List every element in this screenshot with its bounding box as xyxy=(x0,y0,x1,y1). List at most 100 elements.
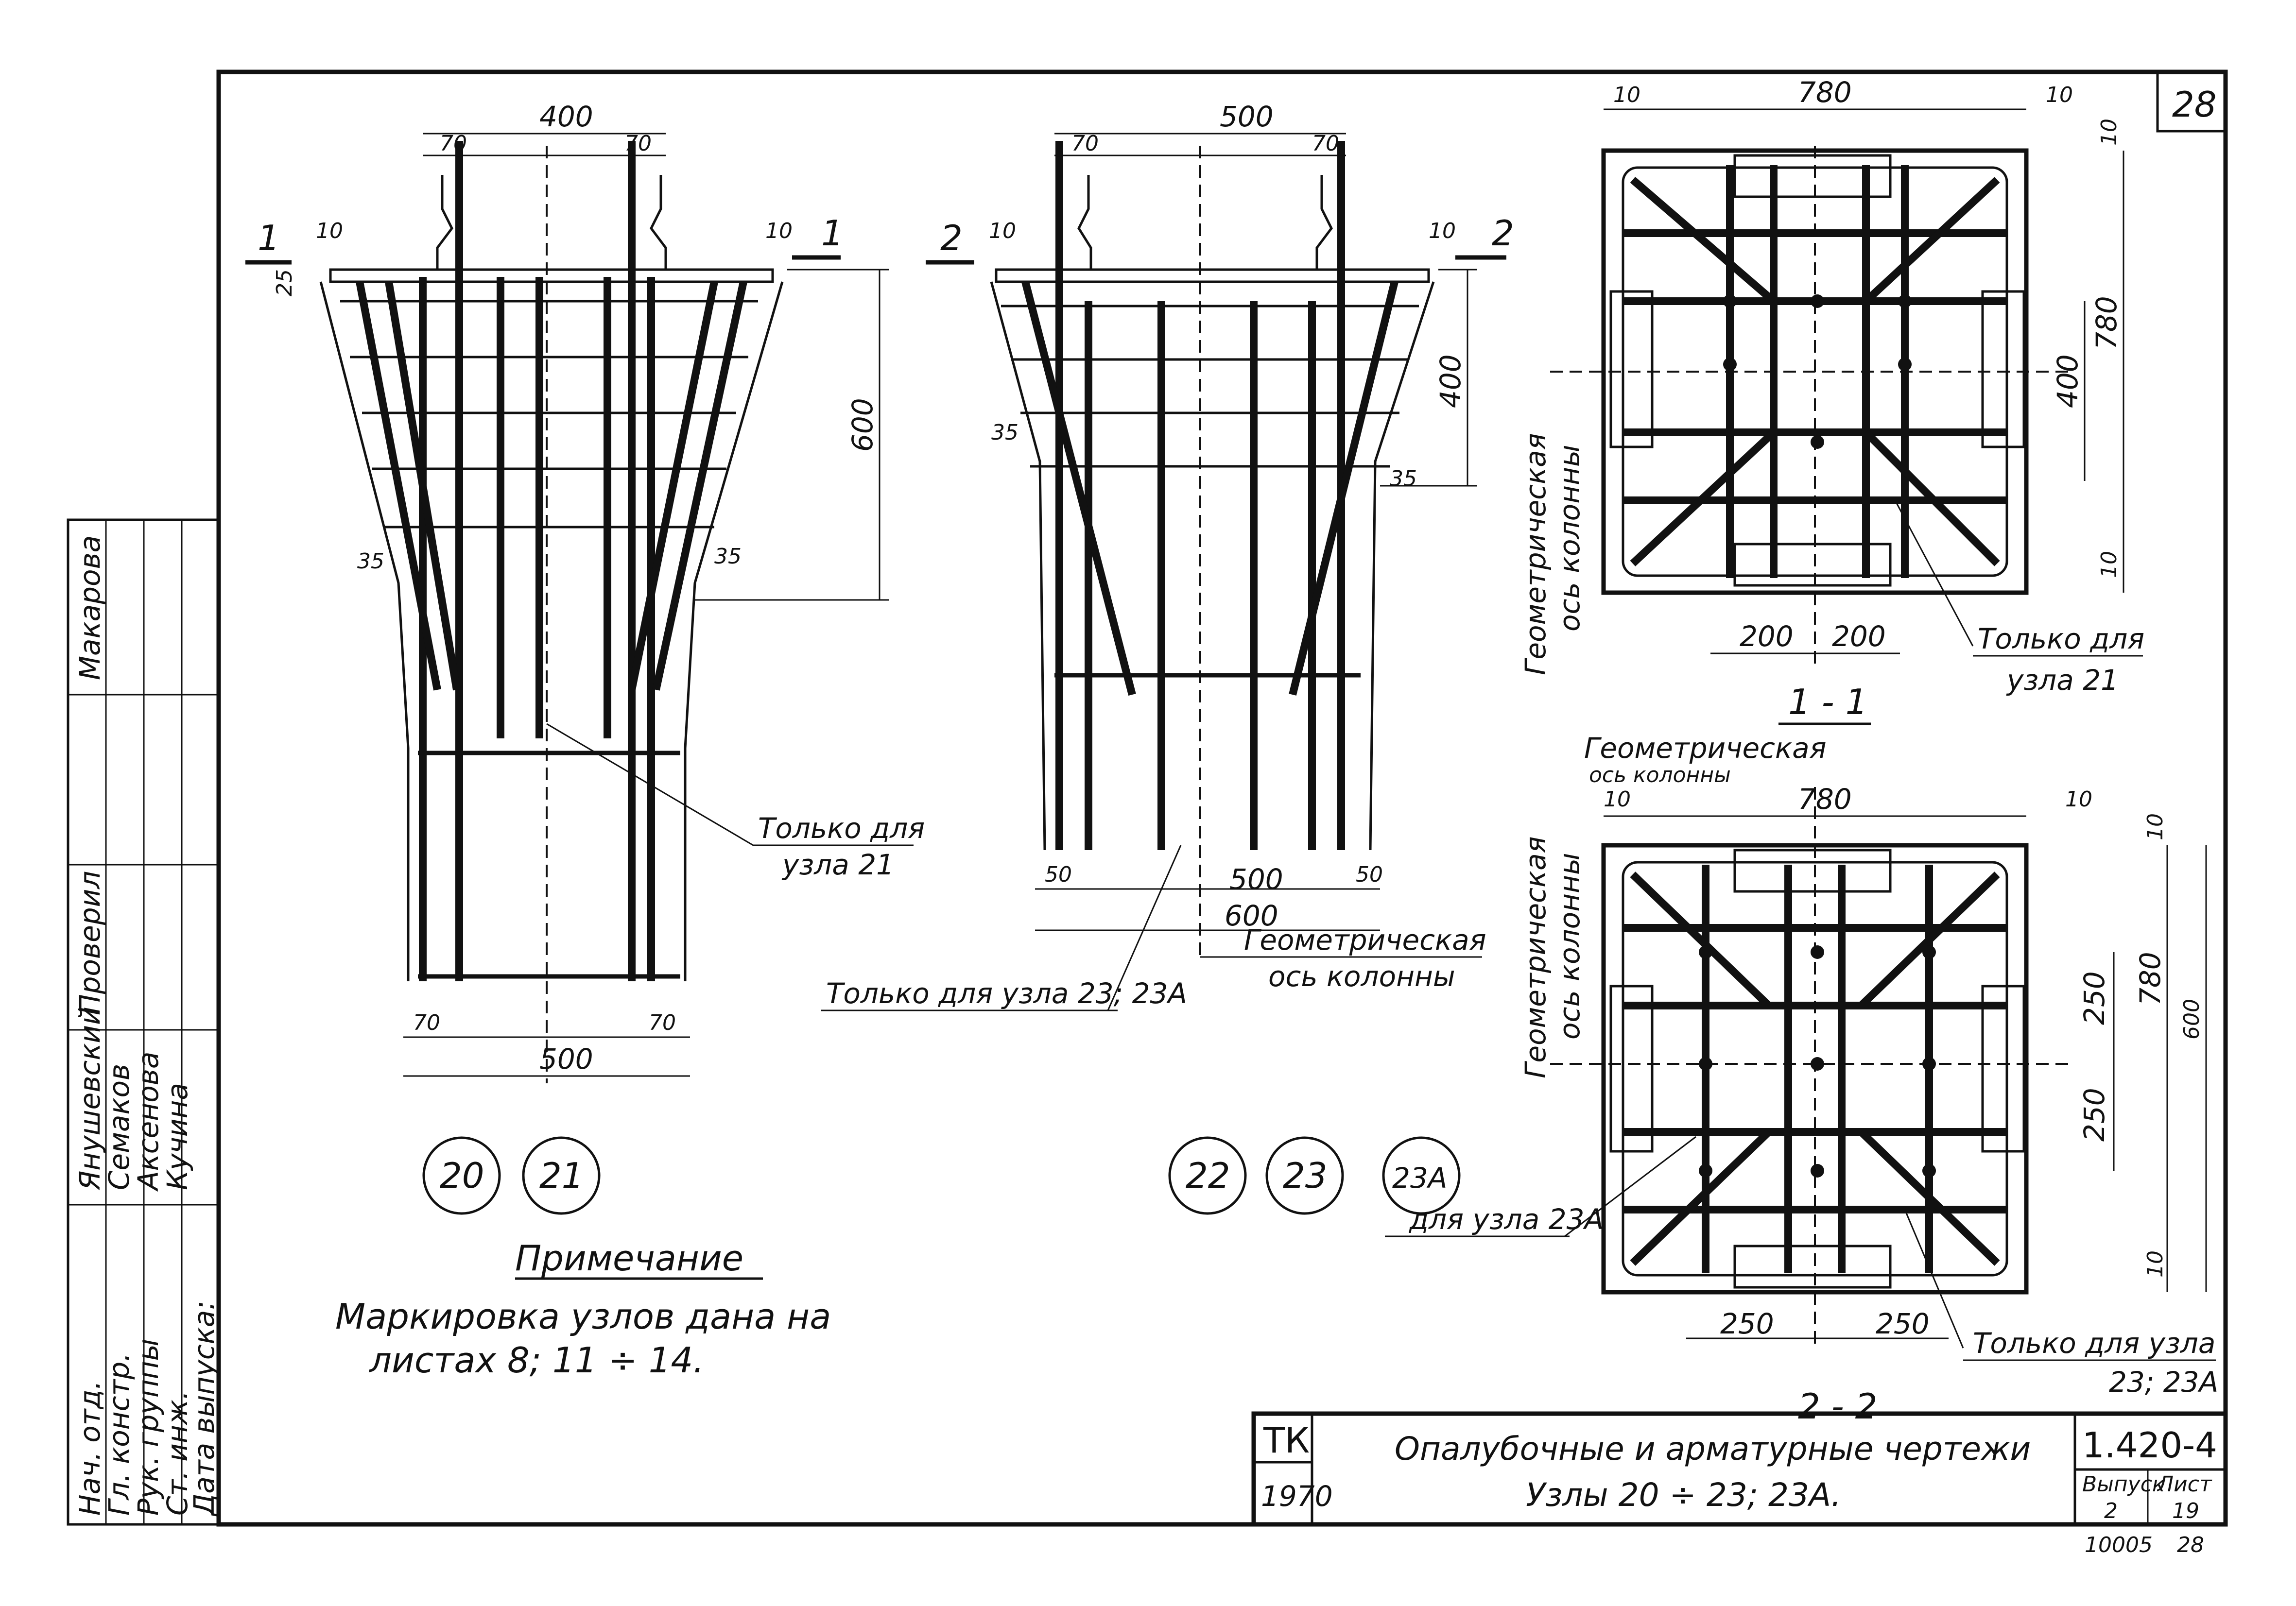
stamp-checked: Проверил xyxy=(73,871,106,1015)
stamp-role-1: Нач. отд. xyxy=(73,1381,106,1516)
s22-right-bottom: 10 xyxy=(2143,1250,2168,1278)
el-left-step: 25 xyxy=(272,269,297,296)
s11-top-right: 10 xyxy=(2046,83,2073,107)
s11-axis-line2: ось колонны xyxy=(1553,444,1586,632)
s22-top-right: 10 xyxy=(2065,787,2092,812)
el-left-section-mark-left: 1 xyxy=(258,218,280,258)
stamp-issue-date: Дата выпуска: xyxy=(188,1300,221,1517)
el-left-angle-right: 35 xyxy=(714,544,742,569)
s22-top-mid: 780 xyxy=(1798,783,1852,816)
s22-right-top: 10 xyxy=(2143,813,2168,840)
el-left-offset-left: 10 xyxy=(316,219,343,243)
s22-axis-top-line1: Геометрическая xyxy=(1584,732,1827,765)
s11-title: 1 - 1 xyxy=(1788,682,1867,722)
elevation-left: 400 70 70 10 10 25 600 35 35 70 70 500 1… xyxy=(245,100,925,1083)
stamp-name-4: Кучина xyxy=(161,1083,194,1190)
note-line1: Маркировка узлов дана на xyxy=(335,1296,831,1337)
node-marker-23: 23 xyxy=(1283,1155,1328,1196)
el-right-note: Только для узла 23; 23А xyxy=(826,977,1187,1010)
el-left-bottom-right: 70 xyxy=(649,1010,676,1035)
el-right-axis-line1: Геометрическая xyxy=(1244,923,1486,957)
stamp-role-3: Рук. группы xyxy=(132,1339,165,1516)
el-left-bottom-width: 500 xyxy=(539,1042,593,1076)
s11-top-left: 10 xyxy=(1613,83,1640,107)
s11-bottom-right: 200 xyxy=(1832,620,1886,653)
elevation-right: 500 70 70 10 10 400 35 35 50 500 50 600 … xyxy=(821,100,1514,1011)
el-left-offset-right: 10 xyxy=(765,219,793,243)
node-marker-23a: 23А xyxy=(1392,1162,1447,1195)
el-right-bottom-left: 50 xyxy=(1045,862,1072,887)
s22-right-mid: 780 xyxy=(2134,952,2167,1006)
s11-note-line2: узла 21 xyxy=(2006,664,2119,697)
el-right-angle-right: 35 xyxy=(1390,466,1417,491)
s22-note-line1: Только для узла xyxy=(1973,1327,2215,1360)
stamp-name-3: Аксенова xyxy=(132,1052,165,1192)
tb-sheet-label: Лист xyxy=(2157,1472,2212,1497)
el-right-top-width: 500 xyxy=(1220,100,1274,133)
el-right-bottom-right: 50 xyxy=(1356,862,1383,887)
stamp-name-1: Янушевский xyxy=(73,1007,106,1191)
stamp-role-4: Ст. инж. xyxy=(161,1391,194,1516)
tb-org: ТК xyxy=(1263,1420,1310,1461)
s22-axis-left-line2: ось колонны xyxy=(1553,853,1586,1040)
el-right-angle-left: 35 xyxy=(991,420,1019,445)
tb-archive-number: 10005 xyxy=(2085,1533,2153,1557)
el-right-height: 400 xyxy=(1434,354,1467,408)
node-marker-21: 21 xyxy=(539,1155,584,1196)
s11-right-top: 10 xyxy=(2097,119,2122,146)
side-stamp: Нач. отд. Гл. констр. Рук. группы Ст. ин… xyxy=(67,518,221,1526)
tb-issue-label: Выпуск xyxy=(2082,1472,2165,1497)
el-right-cover-right: 70 xyxy=(1312,131,1339,156)
el-right-axis-line2: ось колонны xyxy=(1268,960,1455,993)
el-left-bottom-left: 70 xyxy=(413,1010,440,1035)
el-right-section-mark-right: 2 xyxy=(1492,213,1514,254)
s11-axis-line1: Геометрическая xyxy=(1519,433,1552,675)
s11-note-line1: Только для xyxy=(1978,622,2144,655)
el-left-angle-left: 35 xyxy=(357,549,384,574)
s11-bottom-left: 200 xyxy=(1740,620,1794,653)
s22-bottom-right: 250 xyxy=(1876,1307,1930,1340)
el-right-offset-right: 10 xyxy=(1429,219,1456,243)
s22-title: 2 - 2 xyxy=(1798,1386,1877,1427)
el-right-cover-left: 70 xyxy=(1071,131,1099,156)
s11-right-bottom: 10 xyxy=(2097,551,2122,578)
s22-inner-bottom: 250 xyxy=(2078,1088,2111,1142)
s22-note-23a: для узла 23А xyxy=(1409,1203,1604,1236)
stamp-checker: Макарова xyxy=(73,535,106,680)
el-left-section-mark-right: 1 xyxy=(821,213,844,254)
node-marker-20: 20 xyxy=(440,1155,484,1196)
note-line2: листах 8; 11 ÷ 14. xyxy=(368,1340,704,1381)
s11-top-mid: 780 xyxy=(1798,76,1852,109)
section-2-2: 10 780 10 250 250 10 780 10 600 250 250 … xyxy=(1385,732,2218,1427)
tb-archive-sheet: 28 xyxy=(2177,1533,2204,1557)
s11-inner: 400 xyxy=(2051,354,2084,408)
tb-doc-number: 1.420-4 xyxy=(2082,1425,2217,1466)
tb-sheet-value: 19 xyxy=(2172,1499,2199,1523)
s11-right-mid: 780 xyxy=(2090,296,2123,350)
s22-right-outer: 600 xyxy=(2179,999,2204,1040)
el-left-height: 600 xyxy=(846,398,879,452)
el-left-note-line2: узла 21 xyxy=(781,848,894,881)
s22-axis-top-line2: ось колонны xyxy=(1589,763,1731,787)
tb-title-line1: Опалубочные и арматурные чертежи xyxy=(1395,1430,2031,1468)
section-1-1: 10 780 10 10 780 10 400 200 200 Геометри… xyxy=(1519,76,2144,725)
title-block: ТК 1970 Опалубочные и арматурные чертежи… xyxy=(1251,1411,2228,1557)
el-left-top-width: 400 xyxy=(539,100,593,133)
el-right-offset-left: 10 xyxy=(989,219,1016,243)
tb-issue-value: 2 xyxy=(2104,1499,2118,1523)
stamp-name-2: Семаков xyxy=(103,1064,136,1190)
el-left-cover-left: 70 xyxy=(440,131,467,156)
s22-axis-left-line1: Геометрическая xyxy=(1519,836,1552,1078)
el-left-cover-right: 70 xyxy=(624,131,652,156)
el-left-note-line1: Только для xyxy=(758,812,925,845)
el-right-bottom-mid: 500 xyxy=(1229,863,1283,896)
s22-note-line2: 23; 23А xyxy=(2109,1366,2218,1399)
el-right-bottom-width: 600 xyxy=(1225,899,1278,932)
s22-bottom-left: 250 xyxy=(1720,1307,1774,1340)
s22-inner-top: 250 xyxy=(2078,971,2111,1025)
el-right-section-mark-left: 2 xyxy=(940,218,963,258)
s22-top-left: 10 xyxy=(1604,787,1631,812)
node-markers: 20 21 22 23 23А xyxy=(422,1136,1461,1215)
sheet-number: 28 xyxy=(2172,84,2217,125)
